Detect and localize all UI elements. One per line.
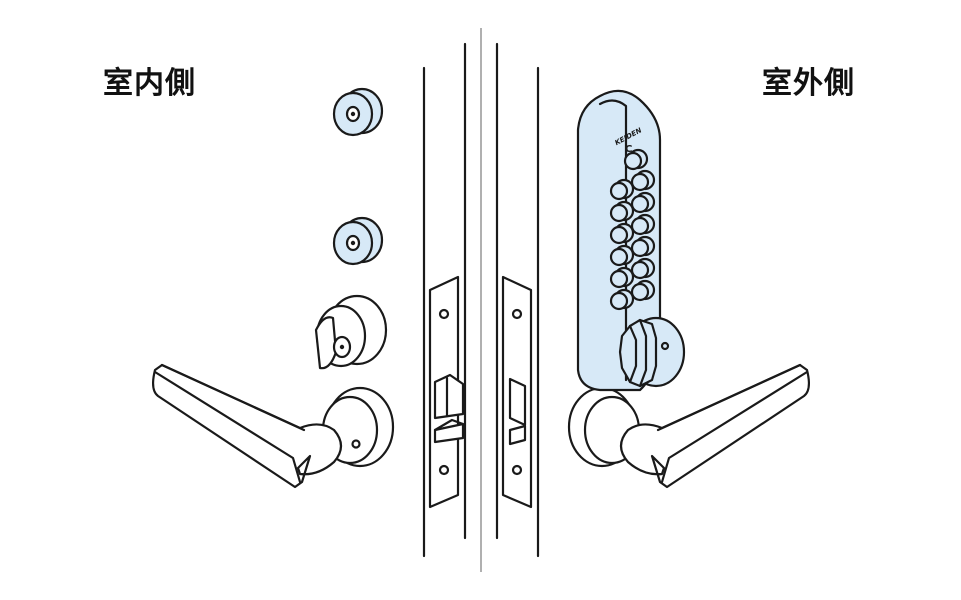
- keypad-clear-button: [623, 148, 649, 171]
- indoor-side-label: 室内側: [103, 66, 196, 101]
- clear-button-label: C: [625, 144, 632, 155]
- keypad-button-r1-right: [630, 169, 656, 192]
- keypad-button-r2-right: [630, 191, 656, 214]
- keypad-button-r5-left: [609, 266, 635, 289]
- outdoor-knob: [618, 316, 686, 388]
- outdoor-faceplate: [501, 275, 533, 509]
- indoor-door-edge: [422, 42, 467, 558]
- keypad-button-r3-right: [630, 213, 656, 236]
- indoor-lower-screw-cap: [332, 216, 384, 266]
- keypad-button-r6-left: [609, 288, 635, 311]
- indoor-upper-screw-cap: [332, 87, 384, 137]
- indoor-lever-handle: [151, 363, 395, 489]
- outdoor-side-label: 室外側: [762, 66, 855, 101]
- indoor-faceplate: [428, 275, 465, 509]
- keypad-button-r4-left: [609, 244, 635, 267]
- outdoor-door-edge: [495, 42, 540, 558]
- keypad-button-r4-right: [630, 235, 656, 258]
- keypad-button-r6-right: [630, 279, 656, 302]
- keypad-button-r1-left: [609, 178, 635, 201]
- keypad-button-r5-right: [630, 257, 656, 280]
- keypad-buttons: [609, 148, 656, 311]
- indoor-thumb-turn: [314, 294, 388, 370]
- keypad-button-r2-left: [609, 200, 635, 223]
- outdoor-lever-handle: [567, 363, 811, 489]
- keypad-button-r3-left: [609, 222, 635, 245]
